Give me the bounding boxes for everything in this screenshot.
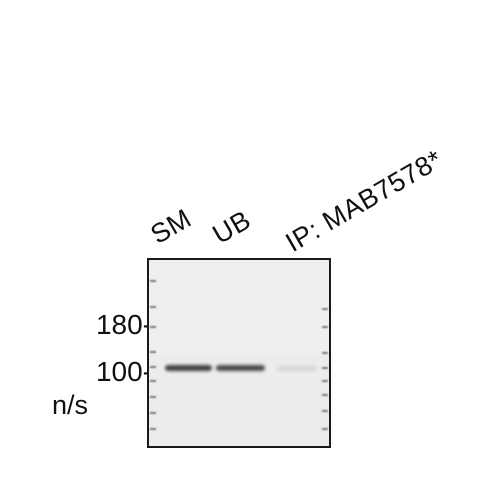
ladder-right [322,308,328,430]
lane-label-ub: UB [207,204,256,250]
nonspecific-label: n/s [52,390,89,420]
ladder-tick [150,366,156,368]
ladder-tick [150,380,156,382]
ladder-tick [322,352,328,354]
ladder-tick [150,428,156,430]
lane-label-sm: SM [145,203,197,250]
marker-180-label: 180- [95,309,152,340]
ladder-tick [322,380,328,382]
ladder-tick [150,351,156,353]
marker-100-label: 100- [95,356,152,387]
ladder-tick [150,280,156,282]
ladder-tick [322,410,328,412]
ladder-tick [150,396,156,398]
band-ip [277,366,317,371]
lane-label-ip: IP: MAB7578* [280,144,448,258]
ladder-tick [322,367,328,369]
band-group [165,365,317,371]
ladder-left [150,280,156,430]
blot-image [149,260,329,446]
band-ub [216,365,265,371]
western-blot-panel [147,258,331,448]
ladder-tick [322,394,328,396]
ladder-tick [322,308,328,310]
band-sm [165,365,212,371]
ladder-tick [150,326,156,328]
ladder-tick [150,412,156,414]
ladder-tick [322,326,328,328]
ladder-tick [322,428,328,430]
ladder-tick [150,306,156,308]
